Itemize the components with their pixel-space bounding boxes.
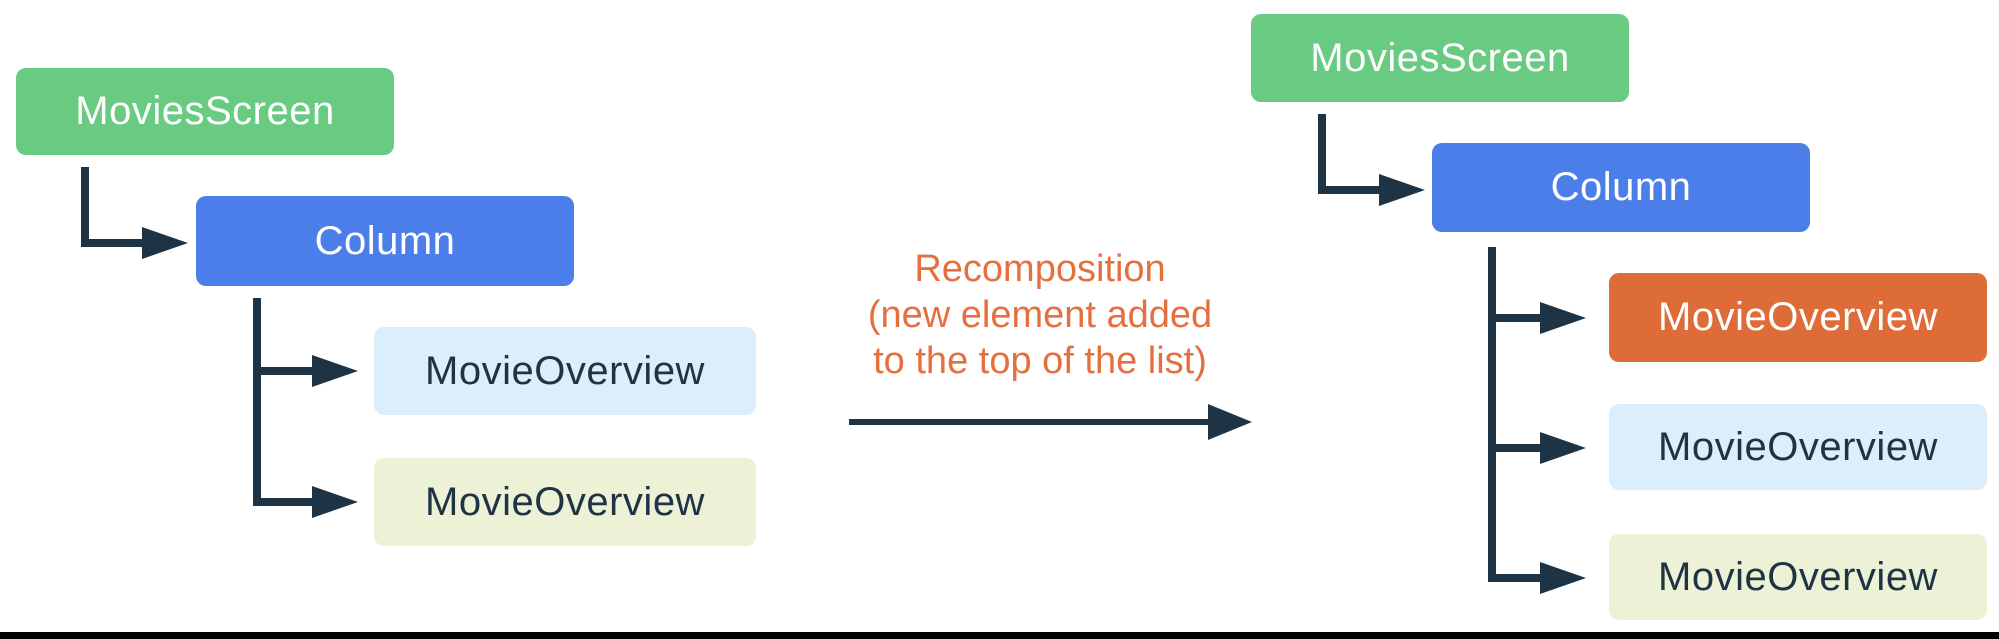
after-tree-root-node: MoviesScreen <box>1251 14 1629 102</box>
bottom-rule <box>0 632 1999 639</box>
before-tree-movieoverview-node-2: MovieOverview <box>374 458 756 546</box>
recomposition-arrowhead <box>1208 404 1252 440</box>
before-tree-root-node: MoviesScreen <box>16 68 394 155</box>
recomposition-label: Recomposition (new element added to the … <box>790 246 1290 384</box>
after-column-children-connector <box>1488 247 1540 582</box>
recomposition-label-line-2: (new element added <box>867 294 1213 336</box>
before-root-to-column-connector <box>81 167 142 247</box>
before-tree-column-node: Column <box>196 196 574 286</box>
after-tree-column-node: Column <box>1432 143 1810 232</box>
after-child3-arrowhead <box>1540 562 1586 594</box>
before-root-to-column-arrowhead <box>142 227 188 259</box>
before-tree-movieoverview-node-1: MovieOverview <box>374 327 756 415</box>
recomposition-label-line-1: Recomposition <box>914 248 1166 290</box>
after-root-to-column-connector <box>1318 114 1379 194</box>
after-tree-movieoverview-node-2: MovieOverview <box>1609 404 1987 490</box>
after-child2-arrowhead <box>1540 432 1586 464</box>
after-child1-arrowhead <box>1540 302 1586 334</box>
after-root-to-column-arrowhead <box>1379 174 1425 206</box>
before-child1-arrowhead <box>312 355 358 387</box>
before-column-children-connector <box>253 298 312 506</box>
before-child2-arrowhead <box>312 486 358 518</box>
after-tree-movieoverview-node-new: MovieOverview <box>1609 273 1987 362</box>
after-tree-movieoverview-node-3: MovieOverview <box>1609 534 1987 620</box>
recomposition-label-line-3: to the top of the list) <box>873 340 1207 382</box>
